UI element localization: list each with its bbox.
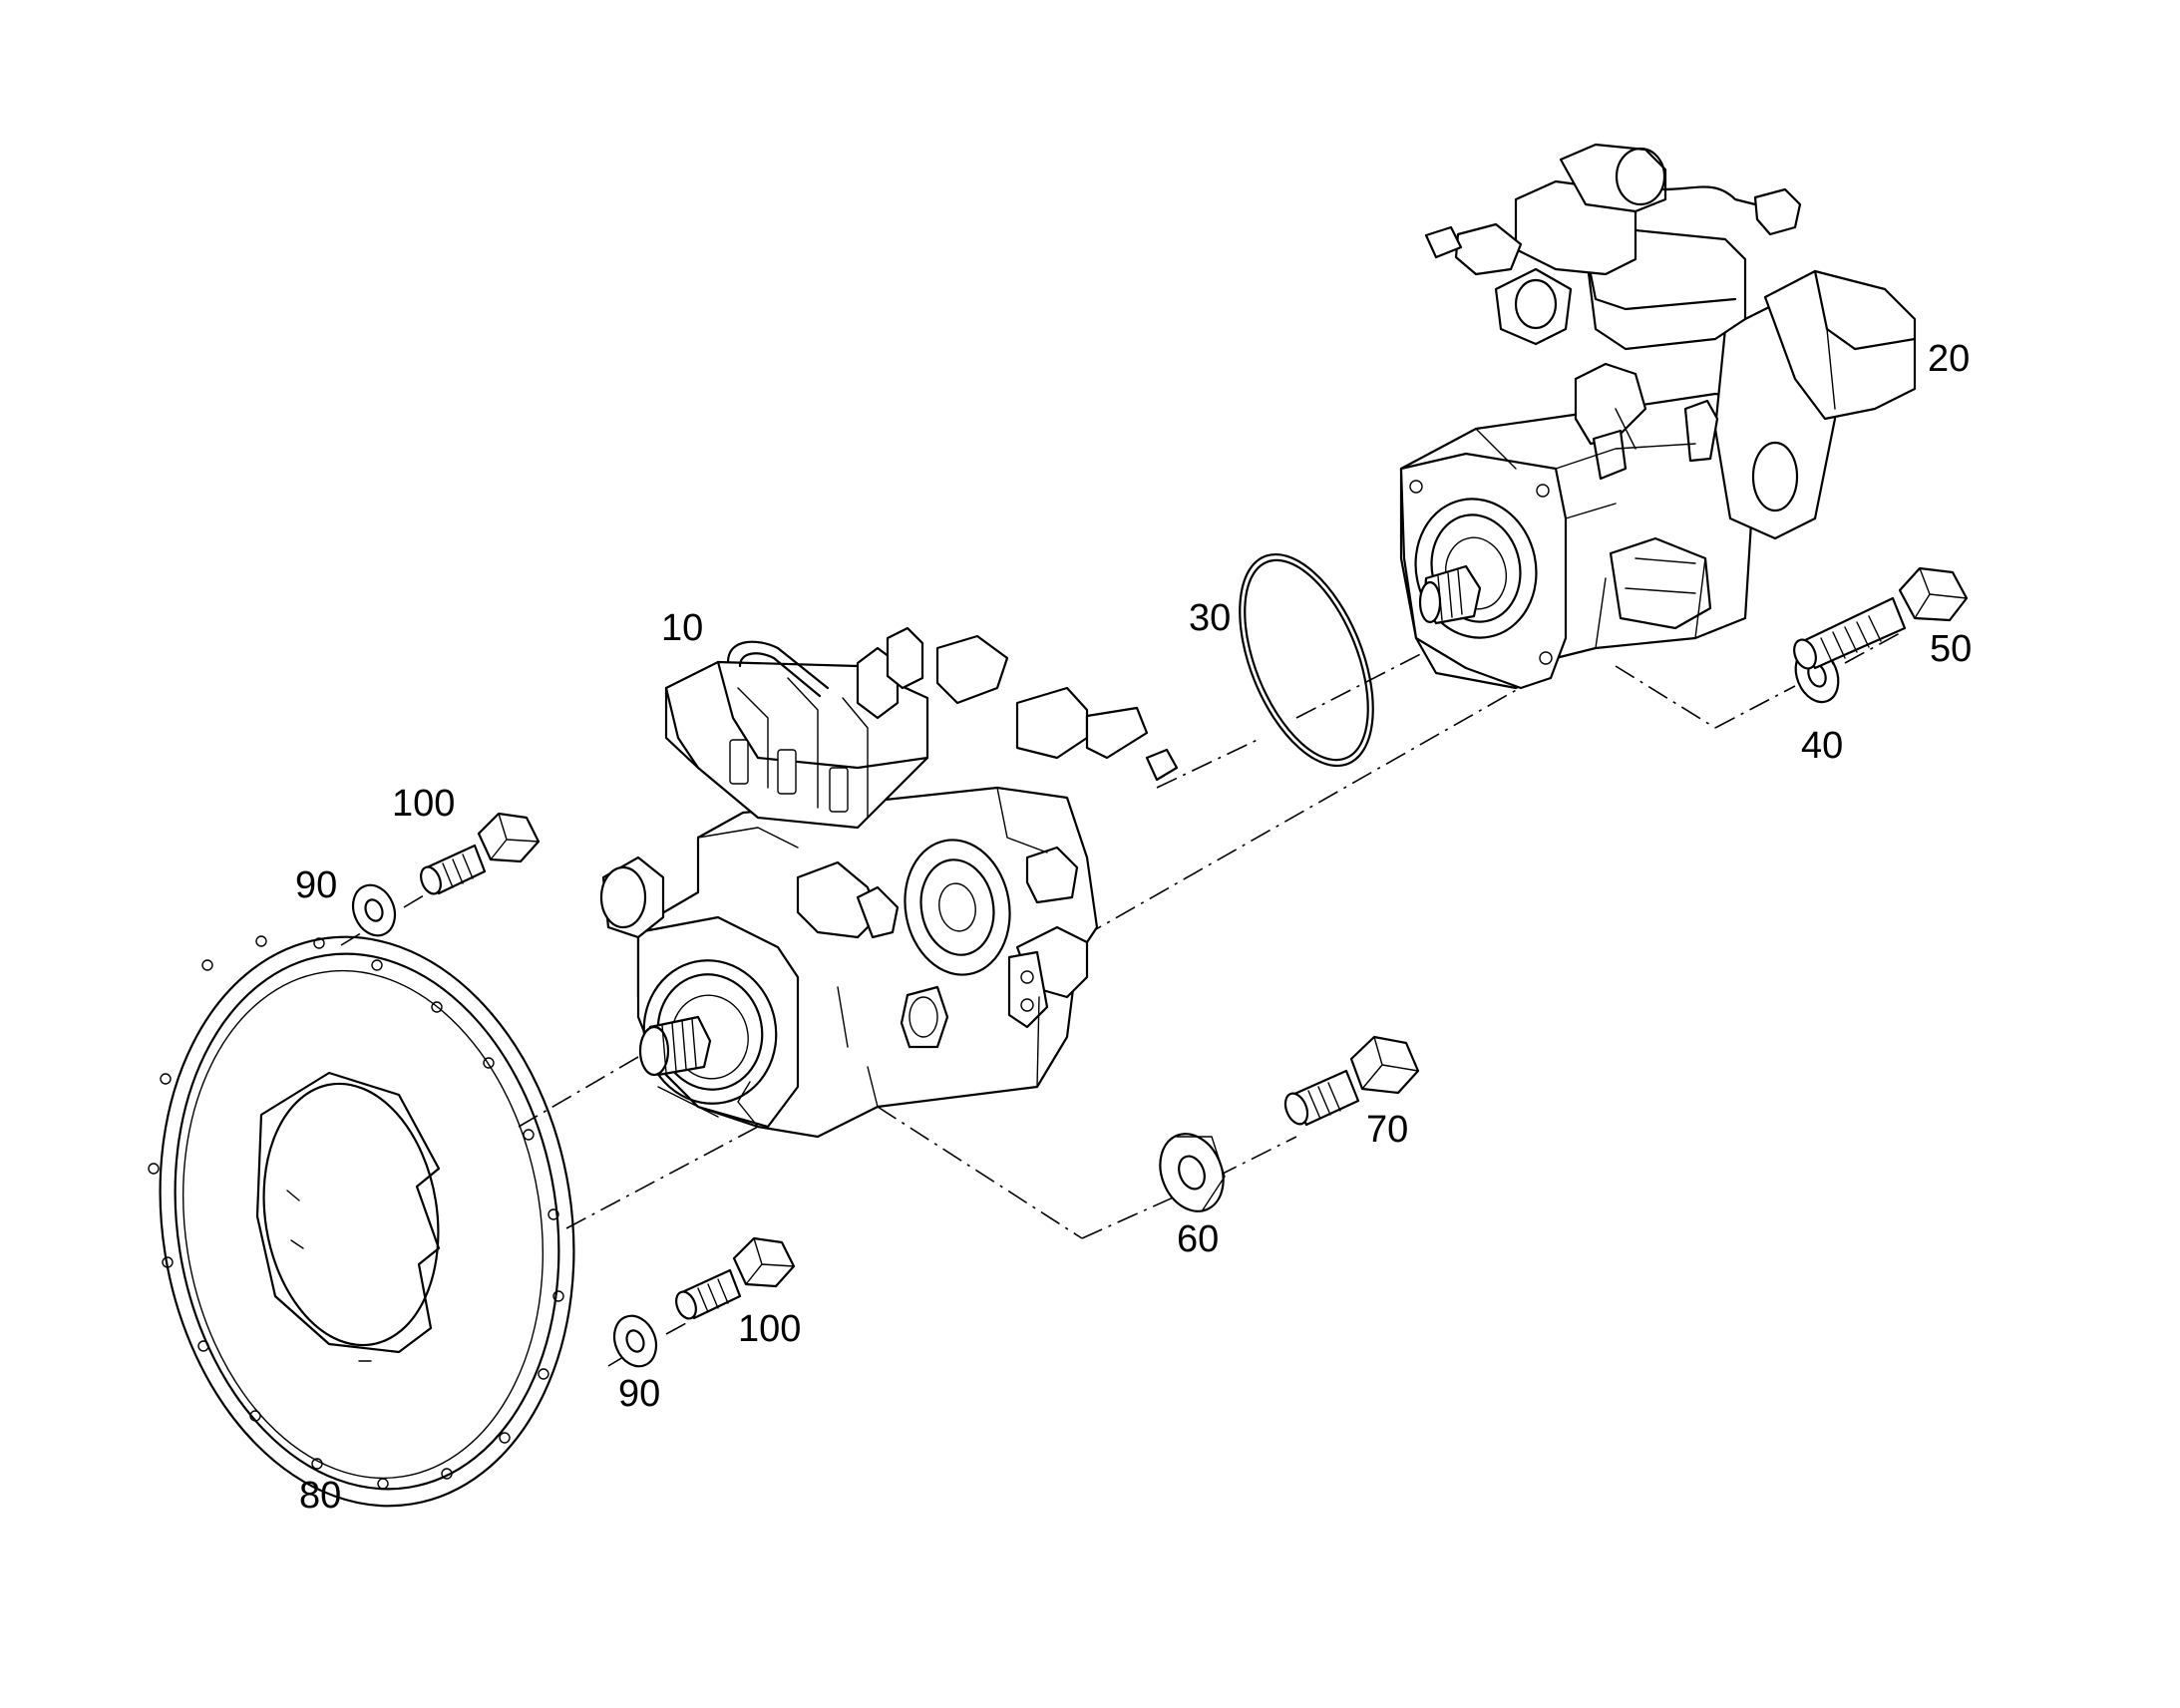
- washer-90-lower: [612, 1314, 658, 1368]
- callout-80: 80: [299, 1475, 341, 1517]
- callout-90-upper: 90: [295, 864, 337, 906]
- bolt-100-upper: [420, 812, 541, 895]
- callout-90-lower: 90: [618, 1373, 660, 1415]
- bolt-50: [1793, 566, 1969, 670]
- callout-70: 70: [1366, 1109, 1408, 1151]
- coupling-flange-80: [148, 935, 575, 1508]
- bolt-70: [1283, 1035, 1420, 1127]
- callout-30: 30: [1189, 597, 1231, 639]
- callout-100-lower: 100: [738, 1308, 801, 1350]
- callout-100-upper: 100: [392, 783, 455, 825]
- pump-rear-20: [1399, 143, 1917, 690]
- callout-60: 60: [1177, 1218, 1219, 1260]
- callout-20: 20: [1928, 338, 1970, 380]
- callout-10: 10: [661, 607, 703, 649]
- bolt-100-lower: [675, 1236, 796, 1320]
- o-ring-30: [1239, 552, 1374, 768]
- washer-90-upper: [351, 883, 397, 937]
- callout-40: 40: [1801, 725, 1843, 767]
- callout-50: 50: [1930, 628, 1972, 670]
- washer-60: [1159, 1133, 1226, 1212]
- pump-front-10: [599, 626, 1179, 1139]
- callout-labels: 10 20 30 40 50 60 70 80 90 100 90 100: [295, 338, 1972, 1517]
